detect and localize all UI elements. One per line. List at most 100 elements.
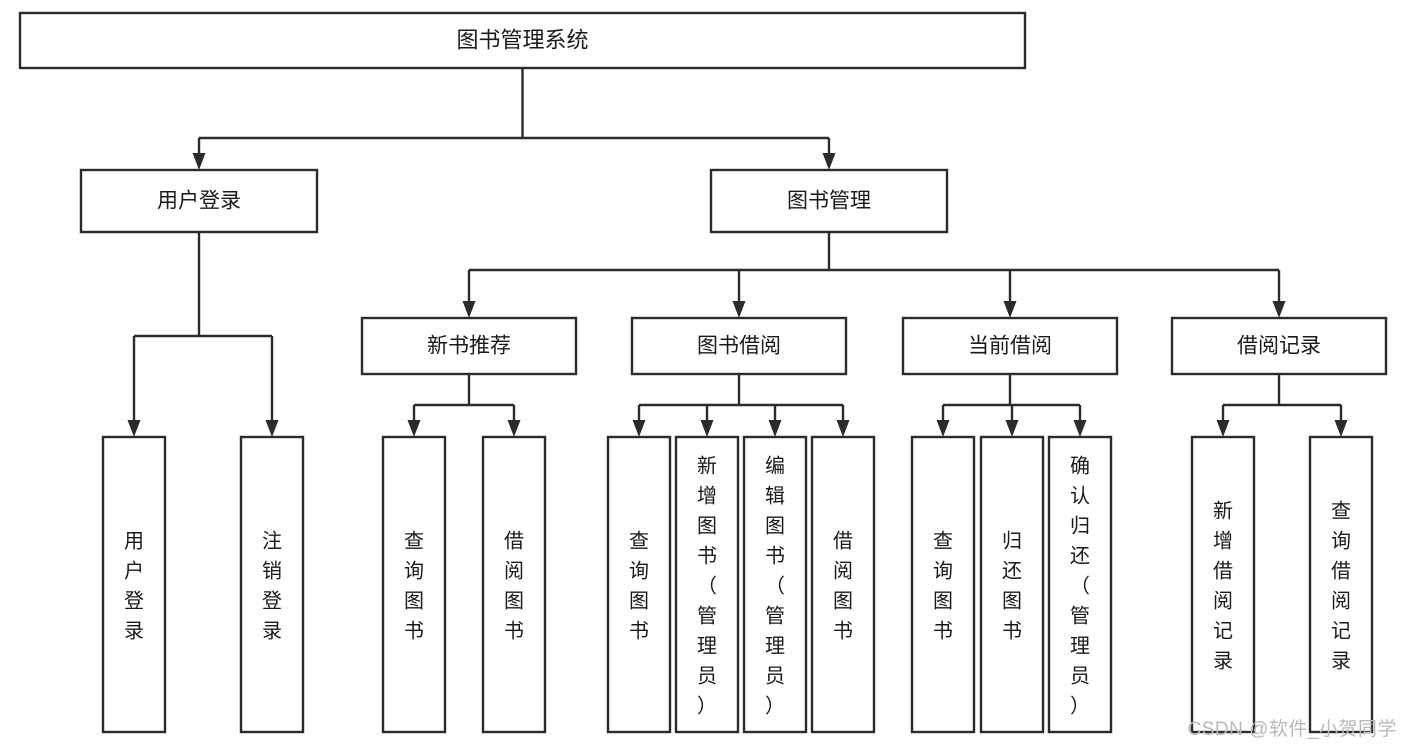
node-leaf-query-book-1-rect[interactable] (381, 435, 447, 734)
node-book-manage-label: 图书管理 (787, 190, 871, 213)
node-leaf-query-book-3[interactable]: 查询图书 (910, 435, 976, 734)
node-borrow-record-label: 借阅记录 (1237, 335, 1321, 358)
node-book-borrow-label: 图书借阅 (697, 335, 781, 358)
arrow-new-book-recommend-1-head (507, 420, 521, 437)
arrow-new-book-recommend-0-head (407, 420, 421, 437)
node-leaf-edit-book-admin-label: 编辑图书（管理员） (765, 455, 785, 718)
node-current-borrow-rect[interactable] (901, 316, 1119, 376)
node-new-book-recommend[interactable]: 新书推荐 (360, 316, 578, 376)
node-leaf-return-book-rect[interactable] (979, 435, 1045, 734)
node-leaf-edit-book-admin-rect[interactable] (742, 435, 808, 734)
arrow-root-1-head (822, 153, 836, 170)
node-leaf-borrow-book-1-label: 借阅图书 (504, 530, 524, 643)
arrow-book-borrow-2-head (768, 420, 782, 437)
node-leaf-query-book-3-label: 查询图书 (933, 530, 953, 643)
node-leaf-borrow-book-1[interactable]: 借阅图书 (481, 435, 547, 734)
node-leaf-query-book-1[interactable]: 查询图书 (381, 435, 447, 734)
arrow-bookmanage-1 (732, 301, 746, 318)
arrow-userlogin-1 (265, 420, 279, 437)
node-root-rect[interactable] (18, 11, 1027, 70)
node-leaf-confirm-return-admin[interactable]: 确认归还（管理员） (1047, 435, 1113, 734)
node-leaf-query-book-2[interactable]: 查询图书 (606, 435, 672, 734)
node-leaf-add-book-admin-rect[interactable] (674, 435, 740, 734)
node-book-manage[interactable]: 图书管理 (709, 168, 949, 234)
arrow-borrow-record-1 (1334, 420, 1348, 437)
node-leaf-add-book-admin[interactable]: 新增图书（管理员） (674, 435, 740, 734)
arrow-borrow-record-1-head (1334, 420, 1348, 437)
node-leaf-query-book-2-rect[interactable] (606, 435, 672, 734)
arrow-new-book-recommend-1 (507, 420, 521, 437)
node-layer: 图书管理系统用户登录图书管理新书推荐图书借阅当前借阅借阅记录用户登录注销登录查询… (18, 11, 1388, 734)
arrow-root-0 (192, 153, 206, 170)
node-book-manage-rect[interactable] (709, 168, 949, 234)
arrow-borrow-record-0 (1216, 420, 1230, 437)
node-leaf-return-book[interactable]: 归还图书 (979, 435, 1045, 734)
arrow-book-borrow-0-head (632, 420, 646, 437)
connector-layer (127, 68, 1348, 437)
node-book-borrow[interactable]: 图书借阅 (630, 316, 848, 376)
arrow-book-borrow-0 (632, 420, 646, 437)
arrow-bookmanage-3 (1272, 301, 1286, 318)
node-leaf-logout-login-rect[interactable] (239, 435, 305, 734)
node-leaf-logout-login-label: 注销登录 (262, 530, 282, 643)
arrow-book-borrow-1-head (700, 420, 714, 437)
arrow-current-borrow-0-head (936, 420, 950, 437)
node-leaf-add-borrow-record-rect[interactable] (1190, 435, 1256, 734)
node-leaf-borrow-book-2[interactable]: 借阅图书 (810, 435, 876, 734)
node-leaf-user-login-label: 用户登录 (124, 531, 144, 643)
node-current-borrow-label: 当前借阅 (968, 335, 1052, 358)
node-new-book-recommend-rect[interactable] (360, 316, 578, 376)
node-book-borrow-rect[interactable] (630, 316, 848, 376)
node-leaf-query-borrow-record-rect[interactable] (1308, 435, 1374, 734)
arrow-book-borrow-3 (836, 420, 850, 437)
arrow-root-1 (822, 153, 836, 170)
arrow-bookmanage-2 (1003, 301, 1017, 318)
arrow-book-borrow-2 (768, 420, 782, 437)
node-leaf-confirm-return-admin-rect[interactable] (1047, 435, 1113, 734)
node-root-label: 图书管理系统 (456, 27, 588, 52)
arrow-new-book-recommend-0 (407, 420, 421, 437)
node-leaf-add-borrow-record-label: 新增借阅记录 (1213, 500, 1233, 673)
node-user-login-rect[interactable] (79, 168, 319, 234)
node-borrow-record[interactable]: 借阅记录 (1170, 316, 1388, 376)
node-user-login[interactable]: 用户登录 (79, 168, 319, 234)
arrow-bookmanage-0-head (462, 301, 476, 318)
csdn-watermark: CSDN @软件_小贺同学 (1187, 719, 1397, 740)
node-leaf-return-book-label: 归还图书 (1002, 530, 1022, 643)
node-borrow-record-rect[interactable] (1170, 316, 1388, 376)
arrow-userlogin-0 (127, 420, 141, 437)
arrow-current-borrow-1-head (1005, 420, 1019, 437)
node-leaf-query-book-1-label: 查询图书 (404, 530, 424, 643)
arrow-bookmanage-0 (462, 301, 476, 318)
node-leaf-edit-book-admin[interactable]: 编辑图书（管理员） (742, 435, 808, 734)
node-new-book-recommend-label: 新书推荐 (427, 335, 511, 358)
node-leaf-logout-login[interactable]: 注销登录 (239, 435, 305, 734)
arrow-bookmanage-1-head (732, 301, 746, 318)
node-leaf-confirm-return-admin-label: 确认归还（管理员） (1070, 455, 1090, 718)
arrow-current-borrow-2-head (1073, 420, 1087, 437)
arrow-book-borrow-3-head (836, 420, 850, 437)
node-leaf-borrow-book-2-rect[interactable] (810, 435, 876, 734)
node-leaf-user-login-rect[interactable] (101, 435, 167, 734)
node-leaf-query-book-3-rect[interactable] (910, 435, 976, 734)
node-current-borrow[interactable]: 当前借阅 (901, 316, 1119, 376)
node-leaf-query-book-2-label: 查询图书 (629, 530, 649, 643)
node-leaf-borrow-book-1-rect[interactable] (481, 435, 547, 734)
node-leaf-add-book-admin-label: 新增图书（管理员） (697, 455, 717, 718)
arrow-userlogin-0-head (127, 420, 141, 437)
node-leaf-add-borrow-record[interactable]: 新增借阅记录 (1190, 435, 1256, 734)
node-root[interactable]: 图书管理系统 (18, 11, 1027, 70)
arrow-current-borrow-2 (1073, 420, 1087, 437)
arrow-root-0-head (192, 153, 206, 170)
node-user-login-label: 用户登录 (157, 190, 241, 213)
node-leaf-query-borrow-record[interactable]: 查询借阅记录 (1308, 435, 1374, 734)
arrow-current-borrow-1 (1005, 420, 1019, 437)
arrow-current-borrow-0 (936, 420, 950, 437)
arrow-bookmanage-2-head (1003, 301, 1017, 318)
arrow-userlogin-1-head (265, 420, 279, 437)
arrow-bookmanage-3-head (1272, 301, 1286, 318)
arrow-book-borrow-1 (700, 420, 714, 437)
node-leaf-user-login[interactable]: 用户登录 (101, 435, 167, 734)
